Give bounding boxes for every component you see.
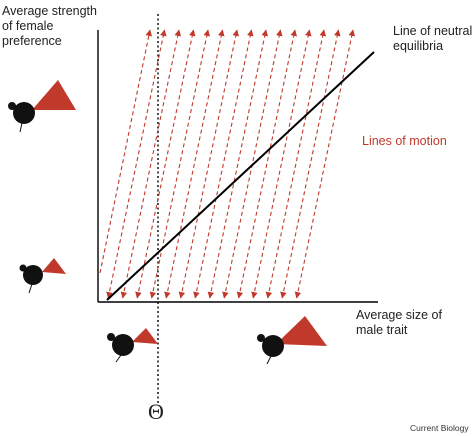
line-of-motion bbox=[178, 29, 240, 299]
bird-head-icon bbox=[107, 333, 115, 341]
bird-leg-icon bbox=[28, 283, 33, 294]
y-axis-label-line1: Average strength bbox=[2, 4, 97, 18]
credit-label: Current Biology bbox=[410, 423, 469, 433]
y-axis-label-line2: of female bbox=[2, 19, 54, 33]
line-of-motion bbox=[99, 29, 153, 274]
bird-small-ornament-male-trait bbox=[107, 328, 158, 363]
bird-leg-icon bbox=[19, 122, 23, 133]
bird-body-icon bbox=[13, 102, 35, 124]
bird-head-icon bbox=[19, 264, 27, 272]
line-of-motion bbox=[236, 29, 298, 299]
bird-body-icon bbox=[23, 265, 43, 285]
x-axis-label-line1: Average size of bbox=[356, 308, 442, 322]
line-of-neutral-equilibria bbox=[106, 51, 375, 301]
line-of-motion bbox=[120, 29, 182, 299]
line-of-motion bbox=[106, 29, 167, 299]
line-of-motion bbox=[265, 29, 327, 299]
bird-small-ornament-female-pref bbox=[19, 258, 66, 294]
bird-large-ornament-male-trait bbox=[257, 316, 327, 365]
lines-of-motion bbox=[99, 29, 356, 299]
line-of-motion bbox=[149, 29, 211, 299]
line-of-motion bbox=[294, 29, 356, 299]
ornament-triangle-icon bbox=[42, 258, 66, 274]
line-of-motion bbox=[207, 29, 269, 299]
theta-label: Θ bbox=[148, 399, 164, 424]
neutral-label-line1: Line of neutral bbox=[393, 24, 473, 38]
ornament-triangle-icon bbox=[276, 316, 327, 346]
x-axis-label-line2: male trait bbox=[356, 323, 408, 337]
ornament-triangle-icon bbox=[32, 80, 76, 110]
bird-body-icon bbox=[112, 334, 134, 356]
ornament-triangle-icon bbox=[132, 328, 158, 344]
line-of-motion bbox=[135, 29, 196, 299]
bird-large-ornament-female-pref bbox=[8, 80, 76, 133]
lines-of-motion-label: Lines of motion bbox=[362, 134, 447, 148]
line-of-motion bbox=[193, 29, 254, 299]
line-of-motion bbox=[280, 29, 341, 299]
bird-head-icon bbox=[257, 334, 265, 342]
y-axis-label-line3: preference bbox=[2, 34, 62, 48]
bird-leg-icon bbox=[115, 354, 122, 363]
bird-leg-icon bbox=[266, 355, 272, 365]
line-of-motion bbox=[251, 29, 312, 299]
bird-head-icon bbox=[8, 102, 16, 110]
neutral-label-line2: equilibria bbox=[393, 39, 444, 53]
line-of-motion bbox=[164, 29, 225, 299]
bird-body-icon bbox=[262, 335, 284, 357]
